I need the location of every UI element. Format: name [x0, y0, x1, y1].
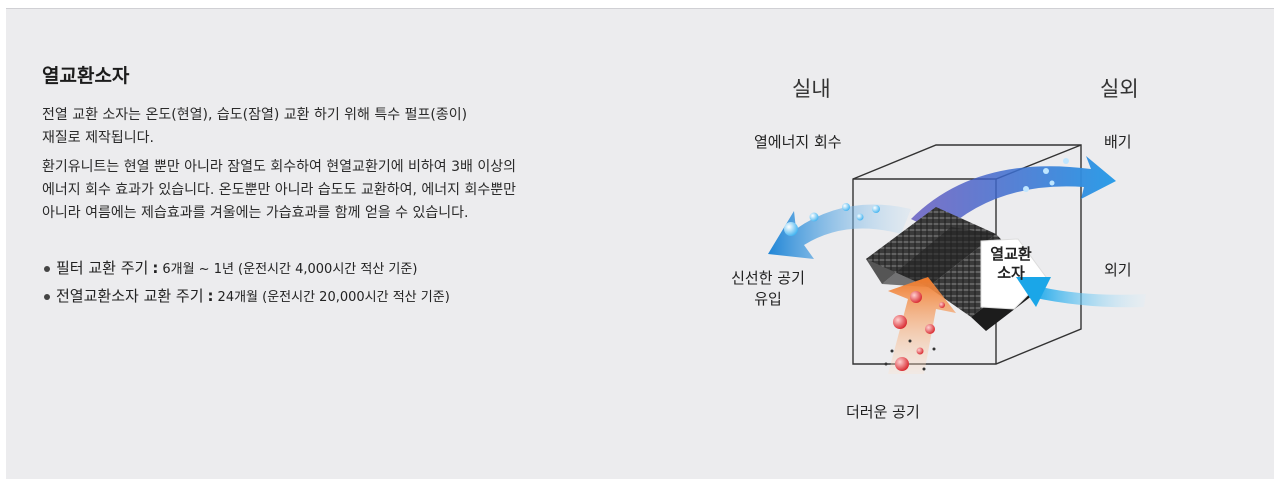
- description-paragraph-1: 전열 교환 소자는 온도(현열), 습도(잠열) 교환 하기 위해 특수 펄프(…: [42, 104, 662, 150]
- fresh-air-line: 유입: [754, 290, 782, 308]
- list-item: 필터 교환 주기:6개월 ~ 1년 (운전시간 4,000시간 적산 기준): [42, 255, 662, 283]
- description-paragraph-2: 환기유니트는 현열 뿐만 아니라 잠열도 회수하여 현열교환기에 비하여 3배 …: [42, 156, 662, 225]
- outside-air-label: 외기: [1104, 261, 1132, 279]
- dirty-air-arrow-icon: [888, 277, 956, 374]
- outside-air-arrow-icon: [1031, 287, 1146, 308]
- item-value: 6개월 ~ 1년 (운전시간 4,000시간 적산 기준): [162, 262, 418, 277]
- fresh-air-label: 신선한 공기 유입: [708, 267, 828, 309]
- description-line: 환기유니트는 현열 뿐만 아니라 잠열도 회수하여 현열교환기에 비하여 3배 …: [42, 159, 516, 175]
- replacement-cycle-list: 필터 교환 주기:6개월 ~ 1년 (운전시간 4,000시간 적산 기준) 전…: [42, 255, 662, 311]
- description-line: 전열 교환 소자는 온도(현열), 습도(잠열) 교환 하기 위해 특수 펄프(…: [42, 107, 468, 123]
- exhaust-label: 배기: [1104, 133, 1132, 151]
- fresh-air-line: 신선한 공기: [731, 269, 805, 287]
- core-label-line: 소자: [997, 264, 1025, 282]
- exhaust-flow-arrow-icon: [911, 156, 1116, 234]
- item-label: 필터 교환 주기: [56, 259, 149, 277]
- dirty-air-label: 더러운 공기: [846, 403, 920, 421]
- heat-exchanger-core-icon: [866, 207, 1047, 331]
- core-label-line: 열교환: [990, 245, 1032, 263]
- indoor-label: 실내: [792, 77, 831, 101]
- list-item: 전열교환소자 교환 주기:24개월 (운전시간 20,000시간 적산 기준): [42, 283, 662, 311]
- diagram-graphic: [768, 144, 1146, 374]
- description-column: 열교환소자 전열 교환 소자는 온도(현열), 습도(잠열) 교환 하기 위해 …: [42, 61, 662, 311]
- description-line: 아니라 여름에는 제습효과를 겨울에는 가습효과를 함께 얻을 수 있습니다.: [42, 205, 469, 221]
- item-label: 전열교환소자 교환 주기: [56, 287, 204, 305]
- bullet-dot-icon: [44, 265, 50, 272]
- energy-recovery-label: 열에너지 회수: [754, 133, 842, 151]
- outdoor-label: 실외: [1100, 77, 1139, 101]
- energy-recovery-arrow-icon: [768, 204, 911, 259]
- content-panel: 열교환소자 전열 교환 소자는 온도(현열), 습도(잠열) 교환 하기 위해 …: [6, 8, 1274, 479]
- description-line: 재질로 제작됩니다.: [42, 130, 154, 146]
- item-value: 24개월 (운전시간 20,000시간 적산 기준): [217, 290, 450, 305]
- section-title: 열교환소자: [42, 65, 130, 87]
- core-label: 열교환 소자: [976, 245, 1046, 283]
- heat-exchange-diagram: 실내 실외 열에너지 회수 배기 신선한 공기 유입 외기 더러운 공기 열교환…: [696, 59, 1166, 439]
- description-line: 에너지 회수 효과가 있습니다. 온도뿐만 아니라 습도도 교환하여, 에너지 …: [42, 182, 516, 198]
- air-particle-icons: [784, 158, 1069, 371]
- bullet-dot-icon: [44, 293, 50, 300]
